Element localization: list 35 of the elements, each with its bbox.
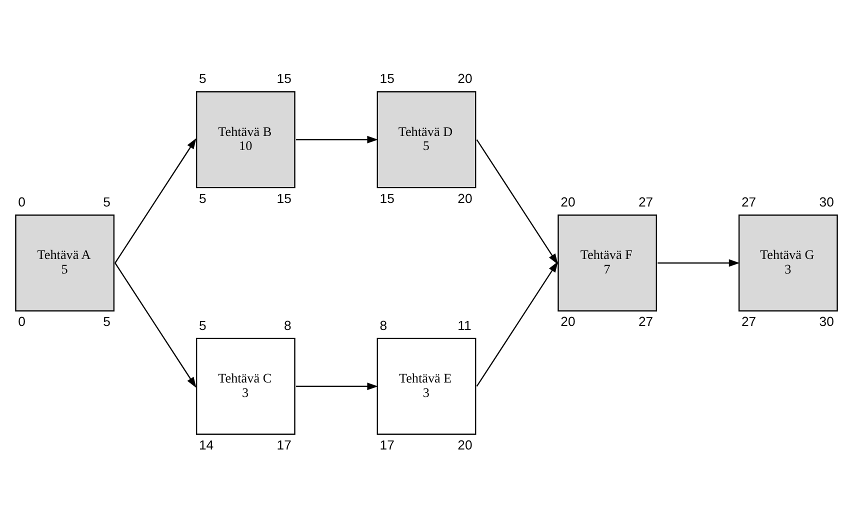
node-label: 5 xyxy=(103,194,110,210)
arrow xyxy=(476,139,558,265)
node-label: 27 xyxy=(741,314,756,330)
node-label: 20 xyxy=(560,314,576,330)
node-label: 17 xyxy=(276,438,292,453)
node-label: 5 xyxy=(198,318,206,333)
arrow xyxy=(476,261,558,387)
node-label: 0 xyxy=(18,194,26,210)
node-label: 30 xyxy=(819,194,834,210)
arrow xyxy=(296,136,378,144)
node-label: 20 xyxy=(458,71,472,86)
node-label: 30 xyxy=(819,314,834,330)
node-label: 17 xyxy=(380,438,394,453)
node-label: 27 xyxy=(638,314,654,330)
node-label: 15 xyxy=(276,190,292,206)
node-label: 14 xyxy=(198,438,214,453)
node-label: 0 xyxy=(18,314,26,330)
node-label: 20 xyxy=(560,194,576,210)
arrow xyxy=(296,382,378,390)
arrow xyxy=(114,138,196,264)
node-label: 5 xyxy=(198,71,206,86)
node-label: 8 xyxy=(380,318,388,333)
node-label: 11 xyxy=(458,318,472,333)
node-label: 20 xyxy=(458,190,472,206)
node-label: 20 xyxy=(458,438,472,453)
node-label: 27 xyxy=(638,194,654,210)
node-label: 15 xyxy=(276,71,292,86)
node-label: 15 xyxy=(380,190,394,206)
node-label: 15 xyxy=(380,71,394,86)
arrow xyxy=(114,262,196,388)
node-label: 27 xyxy=(741,194,756,210)
node-label: 8 xyxy=(284,318,292,333)
node-label: 5 xyxy=(198,190,206,206)
node-label: 5 xyxy=(103,314,110,330)
arrow xyxy=(658,259,740,267)
